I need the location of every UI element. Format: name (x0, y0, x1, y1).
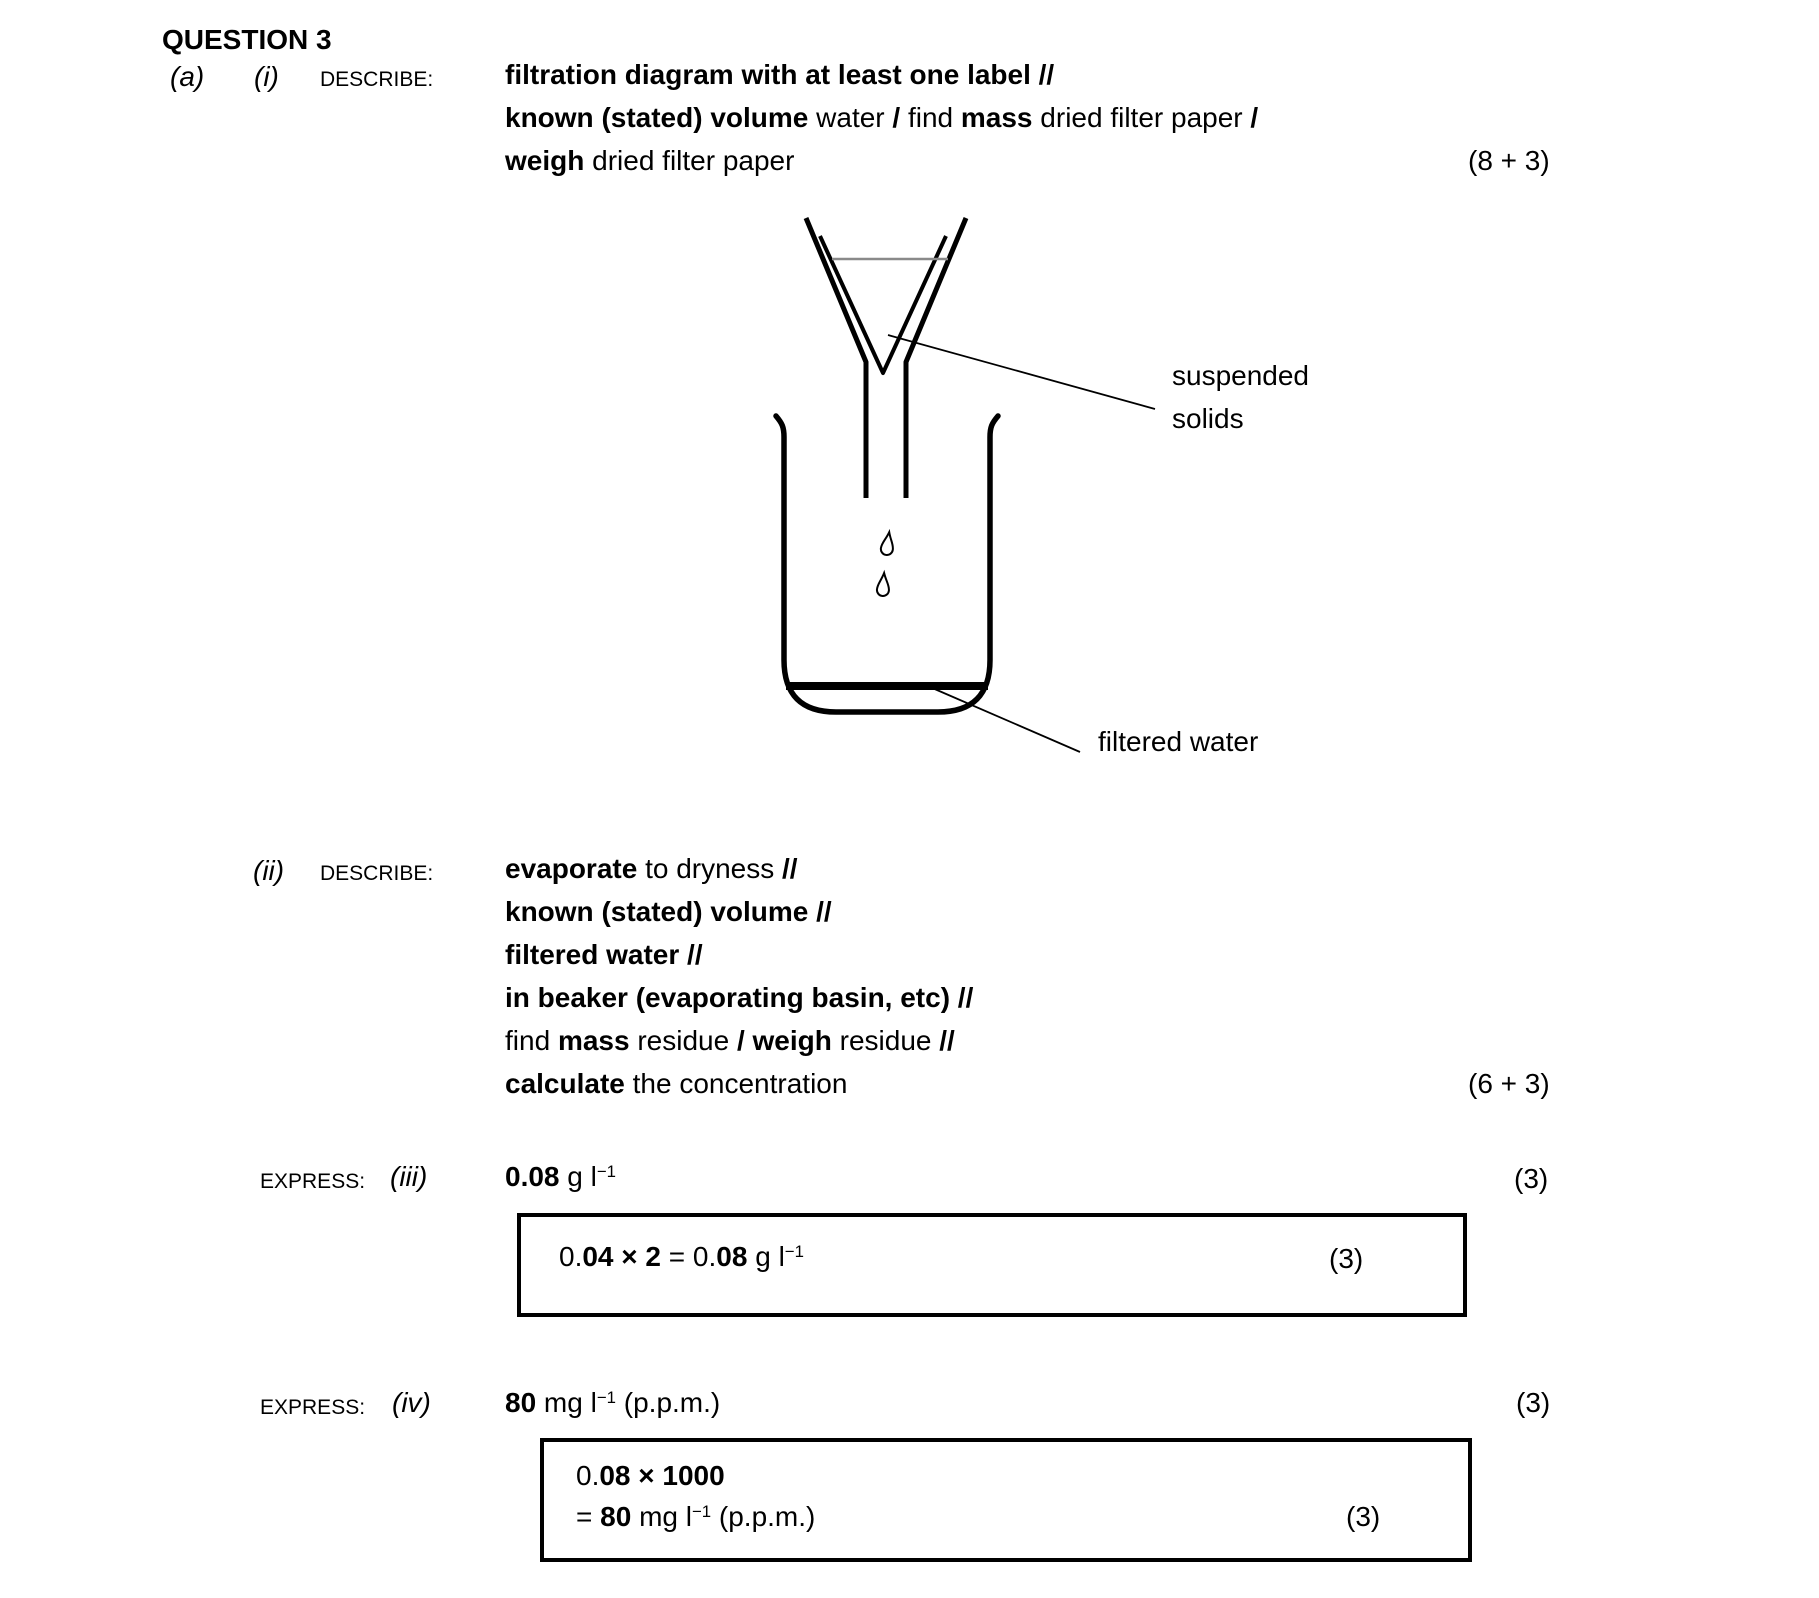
answer-line-iii: 0.08 g l−1 (505, 1161, 616, 1192)
funnel-outer-left-wall (803, 217, 869, 498)
diagram-label-suspended-solids: suspended solids (1172, 354, 1309, 440)
box-marks-iii: (3) (1329, 1243, 1364, 1274)
marks-badge-iv: (3) (1516, 1387, 1551, 1418)
answer-line: calculate the concentration (505, 1068, 848, 1099)
describe-label-i: DESCRIBE: (320, 68, 434, 91)
diagram-label-filtered-water: filtered water (1098, 726, 1259, 757)
sub-label-iv: (iv) (392, 1387, 431, 1418)
sub-label-iii: (iii) (390, 1161, 428, 1192)
filtration-diagram (773, 217, 1156, 753)
sub-label-i: (i) (254, 61, 279, 92)
box-marks-iv: (3) (1346, 1501, 1381, 1532)
water-drop-icon (879, 528, 894, 556)
marks-badge-a-ii: (6 + 3) (1468, 1068, 1550, 1099)
leader-line-filtered-water (929, 686, 1081, 753)
marks-badge-a-i: (8 + 3) (1468, 145, 1550, 176)
answer-line: find mass residue / weigh residue // (505, 1025, 955, 1056)
express-label-iv: EXPRESS: (260, 1396, 366, 1419)
answer-line: filtration diagram with at least one lab… (505, 59, 1055, 90)
label-line: suspended (1172, 360, 1310, 391)
page-title: QUESTION 3 (162, 24, 332, 55)
label-line: solids (1172, 403, 1244, 434)
water-drop-icon (875, 569, 890, 597)
answer-line: filtered water // (505, 939, 703, 970)
filter-paper-cone (818, 235, 948, 375)
answer-line-iv: 80 mg l−1 (p.p.m.) (505, 1387, 721, 1418)
working-box-iv: 0.08 × 1000 = 80 mg l−1 (p.p.m.) (3) (540, 1438, 1472, 1562)
working-line: 0.04 × 2 = 0.08 g l−1 (559, 1241, 804, 1272)
answer-line: known (stated) volume water / find mass … (505, 102, 1259, 133)
working-line: 0.08 × 1000 (576, 1460, 725, 1491)
funnel-outer-right-wall (903, 217, 969, 498)
working-line: = 80 mg l−1 (p.p.m.) (576, 1501, 816, 1532)
answer-lines-a-ii: evaporate to dryness // known (stated) v… (505, 847, 973, 1105)
working-box-iii: 0.04 × 2 = 0.08 g l−1 (3) (517, 1213, 1467, 1317)
answer-line: in beaker (evaporating basin, etc) // (505, 982, 974, 1013)
answer-line: known (stated) volume // (505, 896, 832, 927)
sub-label-ii: (ii) (253, 855, 285, 886)
leader-line-suspended-solids (887, 334, 1156, 410)
part-label-a: (a) (170, 61, 205, 92)
answer-lines-a-i: filtration diagram with at least one lab… (505, 53, 1258, 182)
answer-line: weigh dried filter paper (505, 145, 795, 176)
answer-line: evaporate to dryness // (505, 853, 798, 884)
describe-label-ii: DESCRIBE: (320, 862, 434, 885)
beaker-outline (773, 413, 1001, 715)
marks-badge-iii: (3) (1514, 1163, 1549, 1194)
express-label-iii: EXPRESS: (260, 1170, 366, 1193)
